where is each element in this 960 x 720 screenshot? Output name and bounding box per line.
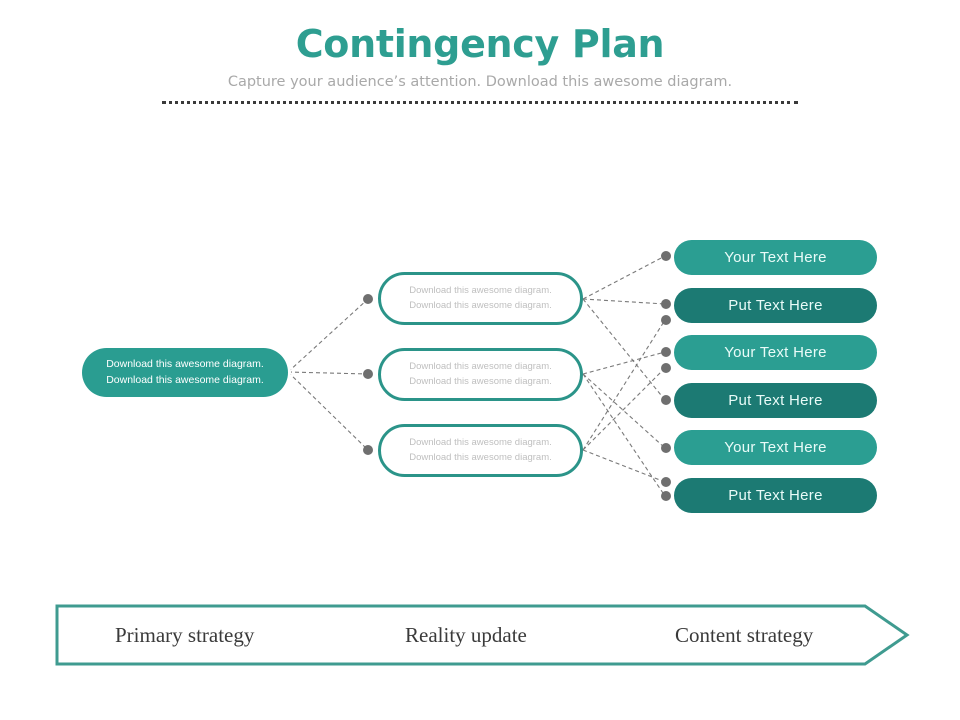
leaf-node-3-label: Your Text Here [724,344,827,361]
banner-label-reality-update: Reality update [405,622,527,647]
leaf-node-4-label: Put Text Here [728,392,823,409]
root-node-line2: Download this awesome diagram. [106,373,264,386]
middle-node-2-line1: Download this awesome diagram. [409,361,552,373]
strategy-banner: Primary strategy Reality update Content … [55,604,910,666]
header-divider [162,101,798,104]
leaf-node-5-label: Your Text Here [724,439,827,456]
leaf-node-2[interactable]: Put Text Here [674,288,877,323]
root-node[interactable]: Download this awesome diagram. Download … [82,348,288,397]
leaf-node-1[interactable]: Your Text Here [674,240,877,275]
leaf-node-1-label: Your Text Here [724,249,827,266]
middle-node-1[interactable]: Download this awesome diagram. Download … [378,272,583,325]
leaf-node-2-label: Put Text Here [728,297,823,314]
middle-node-1-line2: Download this awesome diagram. [409,299,552,311]
banner-label-content-strategy: Content strategy [675,622,814,647]
middle-node-3[interactable]: Download this awesome diagram. Download … [378,424,583,477]
page-title: Contingency Plan [295,22,665,66]
page-subtitle: Capture your audience’s attention. Downl… [227,74,733,90]
middle-node-3-line1: Download this awesome diagram. [409,437,552,449]
banner-label-row: Primary strategy Reality update Content … [55,604,910,666]
leaf-node-3[interactable]: Your Text Here [674,335,877,370]
middle-node-2[interactable]: Download this awesome diagram. Download … [378,348,583,401]
banner-arrow-shape [55,604,910,666]
leaf-node-4[interactable]: Put Text Here [674,383,877,418]
middle-node-3-line2: Download this awesome diagram. [409,451,552,463]
banner-label-primary-strategy: Primary strategy [115,622,255,647]
page-header: Contingency Plan Capture your audience’s… [0,0,960,90]
leaf-node-6-label: Put Text Here [728,487,823,504]
leaf-node-6[interactable]: Put Text Here [674,478,877,513]
root-node-line1: Download this awesome diagram. [106,358,264,371]
leaf-node-5[interactable]: Your Text Here [674,430,877,465]
middle-node-1-line1: Download this awesome diagram. [409,285,552,297]
middle-node-2-line2: Download this awesome diagram. [409,375,552,387]
